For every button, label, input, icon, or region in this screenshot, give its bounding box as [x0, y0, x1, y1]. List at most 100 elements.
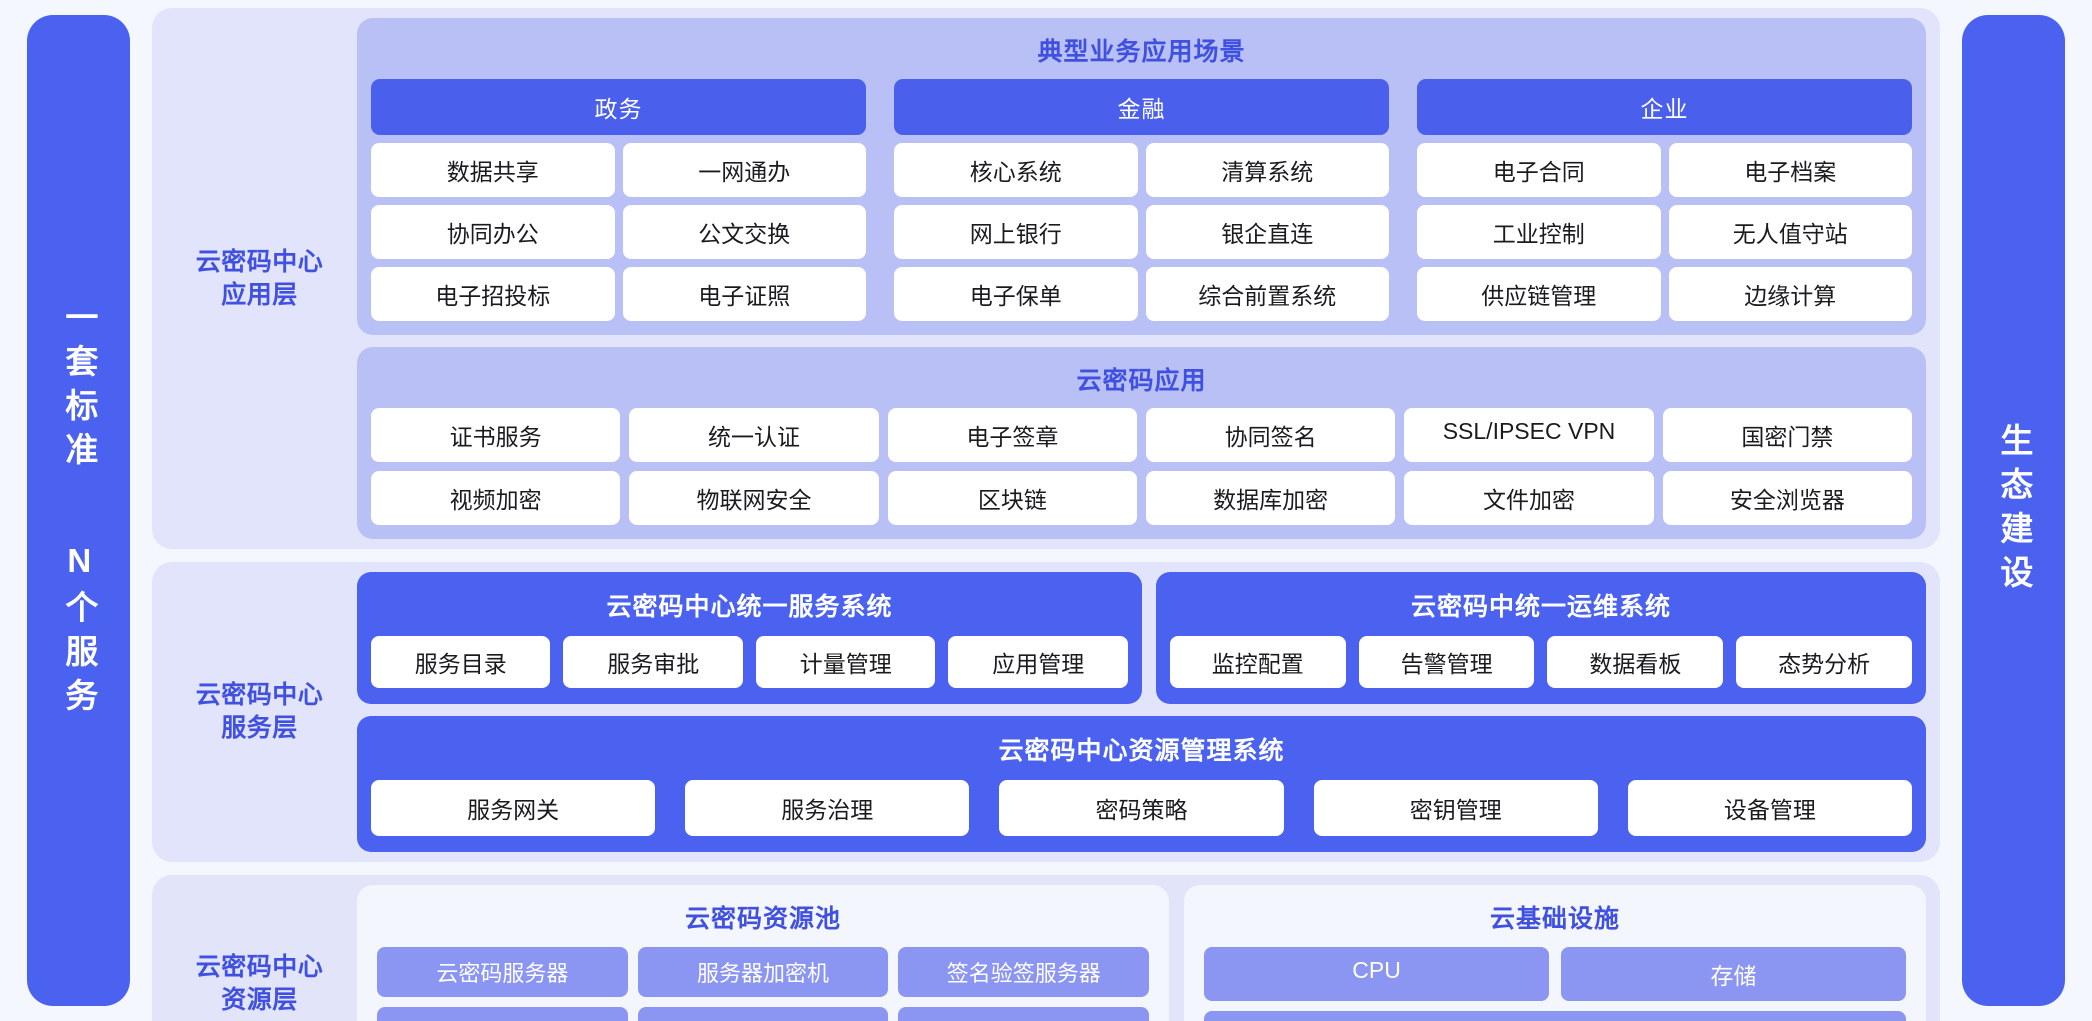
scenario-column-finance: 金融 核心系统 清算系统 网上银行 银企直连 电子保单 综	[894, 79, 1389, 321]
resource-pill[interactable]: 时间戳服务器	[377, 1007, 628, 1021]
scenario-chip[interactable]: 协同办公	[371, 205, 615, 259]
scenario-head-finance: 金融	[894, 79, 1389, 135]
cloud-infrastructure-rows: CPU 存储 网络	[1204, 947, 1906, 1021]
service-layer-body: 云密码中心统一服务系统 服务目录 服务审批 计量管理 应用管理 云密码中统一运维…	[357, 572, 1926, 852]
scenario-chip[interactable]: 综合前置系统	[1145, 267, 1389, 321]
scenario-column-government: 政务 数据共享 一网通办 协同办公 公文交换 电子招投标	[371, 79, 866, 321]
resource-pill[interactable]: 服务器加密机	[637, 947, 889, 997]
unified-ops-system-title: 云密码中统一运维系统	[1410, 593, 1671, 621]
unified-service-system-box: 云密码中心统一服务系统 服务目录 服务审批 计量管理 应用管理	[357, 572, 1142, 704]
app-chip[interactable]: SSL/IPSEC VPN	[1404, 408, 1654, 462]
chip-row: 电子招投标 电子证照	[371, 267, 866, 321]
cloud-crypto-apps-title: 云密码应用	[1076, 367, 1207, 395]
business-scenarios-panel: 典型业务应用场景 政务 数据共享 一网通办 协同办公 公文交换	[357, 18, 1926, 335]
resource-pill[interactable]: 异构密码资源设备	[898, 1007, 1150, 1021]
resource-management-system-box: 云密码中心资源管理系统 服务网关 服务治理 密码策略 密钥管理 设备管理	[357, 716, 1926, 852]
crypto-resource-pool-title: 云密码资源池	[685, 905, 842, 933]
scenario-chip[interactable]: 公文交换	[622, 205, 866, 259]
resource-mgmt-chip[interactable]: 密码策略	[999, 780, 1284, 836]
scenario-head-enterprise: 企业	[1417, 79, 1912, 135]
app-chip[interactable]: 安全浏览器	[1662, 471, 1912, 525]
service-chip[interactable]: 服务目录	[371, 636, 551, 688]
chip-row: 数据共享 一网通办	[371, 143, 866, 197]
application-layer: 云密码中心 应用层 典型业务应用场景 政务 数据共享 一网通办	[152, 8, 1940, 549]
resource-mgmt-chip[interactable]: 服务网关	[371, 780, 656, 836]
scenario-chip[interactable]: 电子招投标	[371, 267, 615, 321]
scenario-chip[interactable]: 供应链管理	[1417, 267, 1661, 321]
app-chip[interactable]: 物联网安全	[629, 471, 879, 525]
service-systems-row: 云密码中心统一服务系统 服务目录 服务审批 计量管理 应用管理 云密码中统一运维…	[357, 572, 1926, 704]
cloud-infrastructure-top-row: CPU 存储	[1204, 947, 1906, 1001]
unified-ops-system-box: 云密码中统一运维系统 监控配置 告警管理 数据看板 态势分析	[1155, 572, 1926, 704]
scenario-chip[interactable]: 电子档案	[1668, 143, 1912, 197]
service-chip[interactable]: 计量管理	[755, 636, 936, 688]
chip-row: 供应链管理 边缘计算	[1417, 267, 1912, 321]
ops-chip[interactable]: 数据看板	[1547, 636, 1724, 688]
chip-row: 核心系统 清算系统	[894, 143, 1389, 197]
chip-row: 电子合同 电子档案	[1417, 143, 1912, 197]
scenario-chip[interactable]: 网上银行	[894, 205, 1138, 259]
unified-ops-system-chips: 监控配置 告警管理 数据看板 态势分析	[1169, 636, 1912, 688]
resource-layer-label: 云密码中心 资源层	[195, 953, 324, 1014]
unified-service-system-chips: 服务目录 服务审批 计量管理 应用管理	[371, 636, 1128, 688]
layers-stack: 云密码中心 应用层 典型业务应用场景 政务 数据共享 一网通办	[130, 8, 1962, 1021]
infra-pill-cpu[interactable]: CPU	[1204, 947, 1550, 1001]
resource-panels-row: 云密码资源池 云密码服务器 服务器加密机 签名验签服务器 时间戳服务器 抗量子加…	[357, 885, 1926, 1021]
resource-pill[interactable]: 抗量子加密机	[637, 1007, 889, 1021]
scenario-chip[interactable]: 电子合同	[1417, 143, 1661, 197]
app-chip[interactable]: 电子签章	[887, 408, 1137, 462]
crypto-resource-pool-panel: 云密码资源池 云密码服务器 服务器加密机 签名验签服务器 时间戳服务器 抗量子加…	[357, 885, 1170, 1021]
application-layer-label: 云密码中心 应用层	[195, 247, 324, 309]
resource-mgmt-chip[interactable]: 设备管理	[1627, 780, 1913, 836]
scenario-columns: 政务 数据共享 一网通办 协同办公 公文交换 电子招投标	[371, 79, 1912, 321]
unified-service-system-title: 云密码中心统一服务系统	[606, 593, 893, 621]
scenario-chip[interactable]: 无人值守站	[1668, 205, 1912, 259]
scenario-chip[interactable]: 清算系统	[1145, 143, 1389, 197]
scenario-chip[interactable]: 电子证照	[622, 267, 866, 321]
app-chip[interactable]: 视频加密	[371, 471, 621, 525]
service-chip[interactable]: 服务审批	[563, 636, 743, 688]
app-chip[interactable]: 文件加密	[1404, 471, 1654, 525]
ops-chip[interactable]: 告警管理	[1358, 636, 1535, 688]
cloud-infrastructure-panel: 云基础设施 CPU 存储 网络	[1184, 885, 1926, 1021]
chip-row: 工业控制 无人值守站	[1417, 205, 1912, 259]
app-chip[interactable]: 区块链	[887, 471, 1137, 525]
scenario-chip[interactable]: 数据共享	[371, 143, 615, 197]
app-chip[interactable]: 证书服务	[371, 408, 621, 462]
resource-pill[interactable]: 云密码服务器	[377, 947, 628, 997]
scenario-chip[interactable]: 工业控制	[1417, 205, 1661, 259]
chip-row: 网上银行 银企直连	[894, 205, 1389, 259]
resource-pill[interactable]: 签名验签服务器	[898, 947, 1150, 997]
scenario-chip[interactable]: 核心系统	[894, 143, 1138, 197]
crypto-resource-pool-grid: 云密码服务器 服务器加密机 签名验签服务器 时间戳服务器 抗量子加密机 异构密码…	[377, 947, 1150, 1021]
cloud-crypto-apps-grid: 证书服务 统一认证 电子签章 协同签名 SSL/IPSEC VPN 国密门禁 视…	[371, 408, 1912, 525]
app-chip[interactable]: 国密门禁	[1662, 408, 1912, 462]
cloud-crypto-apps-panel: 云密码应用 证书服务 统一认证 电子签章 协同签名 SSL/IPSEC VPN …	[357, 347, 1926, 539]
chip-row: 协同办公 公文交换	[371, 205, 866, 259]
left-rail-line-2: N个服务	[60, 541, 98, 722]
app-chip[interactable]: 协同签名	[1145, 408, 1396, 462]
chip-row: 电子保单 综合前置系统	[894, 267, 1389, 321]
service-layer: 云密码中心 服务层 云密码中心统一服务系统 服务目录 服务审批 计量管理 应用管…	[152, 562, 1940, 862]
resource-management-chips: 服务网关 服务治理 密码策略 密钥管理 设备管理	[371, 780, 1913, 836]
scenario-chip[interactable]: 银企直连	[1145, 205, 1389, 259]
app-chip[interactable]: 统一认证	[629, 408, 879, 462]
ops-chip[interactable]: 态势分析	[1736, 636, 1912, 688]
scenario-chip[interactable]: 一网通办	[622, 143, 866, 197]
resource-mgmt-chip[interactable]: 服务治理	[685, 780, 970, 836]
business-scenarios-title: 典型业务应用场景	[1037, 38, 1246, 66]
application-layer-body: 典型业务应用场景 政务 数据共享 一网通办 协同办公 公文交换	[357, 18, 1926, 539]
service-chip[interactable]: 应用管理	[948, 636, 1128, 688]
resource-layer-body: 云密码资源池 云密码服务器 服务器加密机 签名验签服务器 时间戳服务器 抗量子加…	[357, 885, 1926, 1021]
right-rail: 生态建设	[1962, 15, 2065, 1006]
infra-pill-network[interactable]: 网络	[1204, 1011, 1906, 1021]
scenario-chip[interactable]: 电子保单	[894, 267, 1138, 321]
scenario-chip[interactable]: 边缘计算	[1668, 267, 1912, 321]
service-layer-label: 云密码中心 服务层	[195, 681, 324, 742]
resource-management-row: 云密码中心资源管理系统 服务网关 服务治理 密码策略 密钥管理 设备管理	[357, 716, 1926, 852]
ops-chip[interactable]: 监控配置	[1169, 636, 1346, 688]
app-chip[interactable]: 数据库加密	[1145, 471, 1396, 525]
infra-pill-storage[interactable]: 存储	[1561, 947, 1906, 1001]
resource-mgmt-chip[interactable]: 密钥管理	[1313, 780, 1598, 836]
